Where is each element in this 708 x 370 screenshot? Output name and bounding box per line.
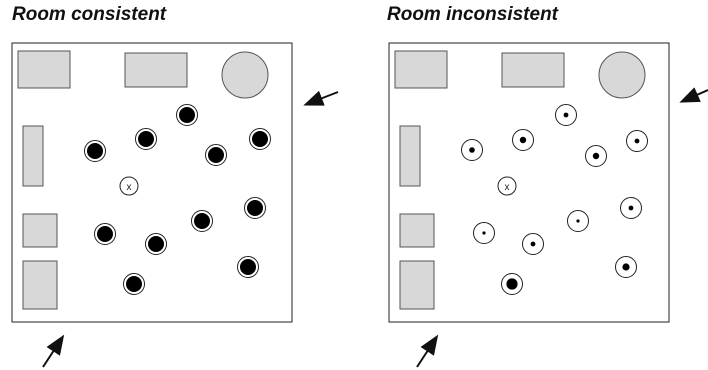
- object-fill: [194, 213, 210, 229]
- object-bin-6: [620, 197, 642, 219]
- object-fill: [530, 241, 536, 247]
- object-bin-6: [244, 197, 266, 219]
- furniture-bench: [399, 125, 421, 187]
- object-bin-9: [522, 233, 544, 255]
- room-inconsistent: x: [388, 42, 670, 323]
- object-bin-8: [473, 222, 495, 244]
- furniture-cabinet: [399, 213, 435, 248]
- furniture-table: [124, 52, 188, 88]
- furniture-bench: [22, 125, 44, 187]
- object-bin-1: [555, 104, 577, 126]
- furniture-dresser: [22, 260, 58, 310]
- object-bin-2: [512, 129, 534, 151]
- furniture-round-table: [221, 51, 269, 99]
- object-fill: [252, 131, 268, 147]
- viewpoint-arrow: [679, 87, 708, 103]
- object-bin-10: [237, 256, 259, 278]
- object-bin-7: [567, 210, 589, 232]
- object-fill: [240, 259, 256, 275]
- object-fill: [87, 143, 103, 159]
- room-consistent: x: [11, 42, 293, 323]
- object-bin-1: [176, 104, 198, 126]
- object-bin-5: [84, 140, 106, 162]
- object-fill: [576, 219, 580, 223]
- object-fill: [519, 136, 527, 144]
- object-bin-11: [123, 273, 145, 295]
- object-fill: [138, 131, 154, 147]
- object-bin-11: [501, 273, 523, 295]
- object-bin-9: [145, 233, 167, 255]
- object-fill: [563, 112, 569, 118]
- object-fill: [469, 147, 475, 153]
- object-fill: [148, 236, 164, 252]
- viewpoint-arrow: [303, 90, 339, 106]
- center-marker: x: [497, 176, 517, 196]
- panel-title-inconsistent: Room inconsistent: [387, 4, 559, 25]
- object-fill: [126, 276, 142, 292]
- object-fill: [622, 263, 630, 271]
- object-fill: [634, 138, 640, 144]
- object-fill: [247, 200, 263, 216]
- panel-title-consistent: Room consistent: [12, 4, 167, 25]
- furniture-round-table: [598, 51, 646, 99]
- object-fill: [97, 226, 113, 242]
- object-bin-4: [626, 130, 648, 152]
- object-bin-3: [205, 144, 227, 166]
- furniture-cabinet: [22, 213, 58, 248]
- object-bin-3: [585, 145, 607, 167]
- object-bin-7: [191, 210, 213, 232]
- object-fill: [208, 147, 224, 163]
- viewpoint-arrow: [416, 334, 439, 368]
- object-bin-2: [135, 128, 157, 150]
- object-fill: [506, 278, 518, 290]
- furniture-shelf: [394, 50, 448, 89]
- object-fill: [179, 107, 195, 123]
- object-fill: [482, 231, 486, 235]
- object-bin-10: [615, 256, 637, 278]
- viewpoint-arrow: [42, 334, 65, 368]
- furniture-dresser: [399, 260, 435, 310]
- object-fill: [592, 152, 600, 160]
- furniture-shelf: [17, 50, 71, 89]
- object-fill: [628, 205, 634, 211]
- object-bin-8: [94, 223, 116, 245]
- object-bin-4: [249, 128, 271, 150]
- center-marker-label: x: [505, 182, 510, 193]
- center-marker-label: x: [127, 182, 132, 193]
- furniture-table: [501, 52, 565, 88]
- object-bin-5: [461, 139, 483, 161]
- center-marker: x: [119, 176, 139, 196]
